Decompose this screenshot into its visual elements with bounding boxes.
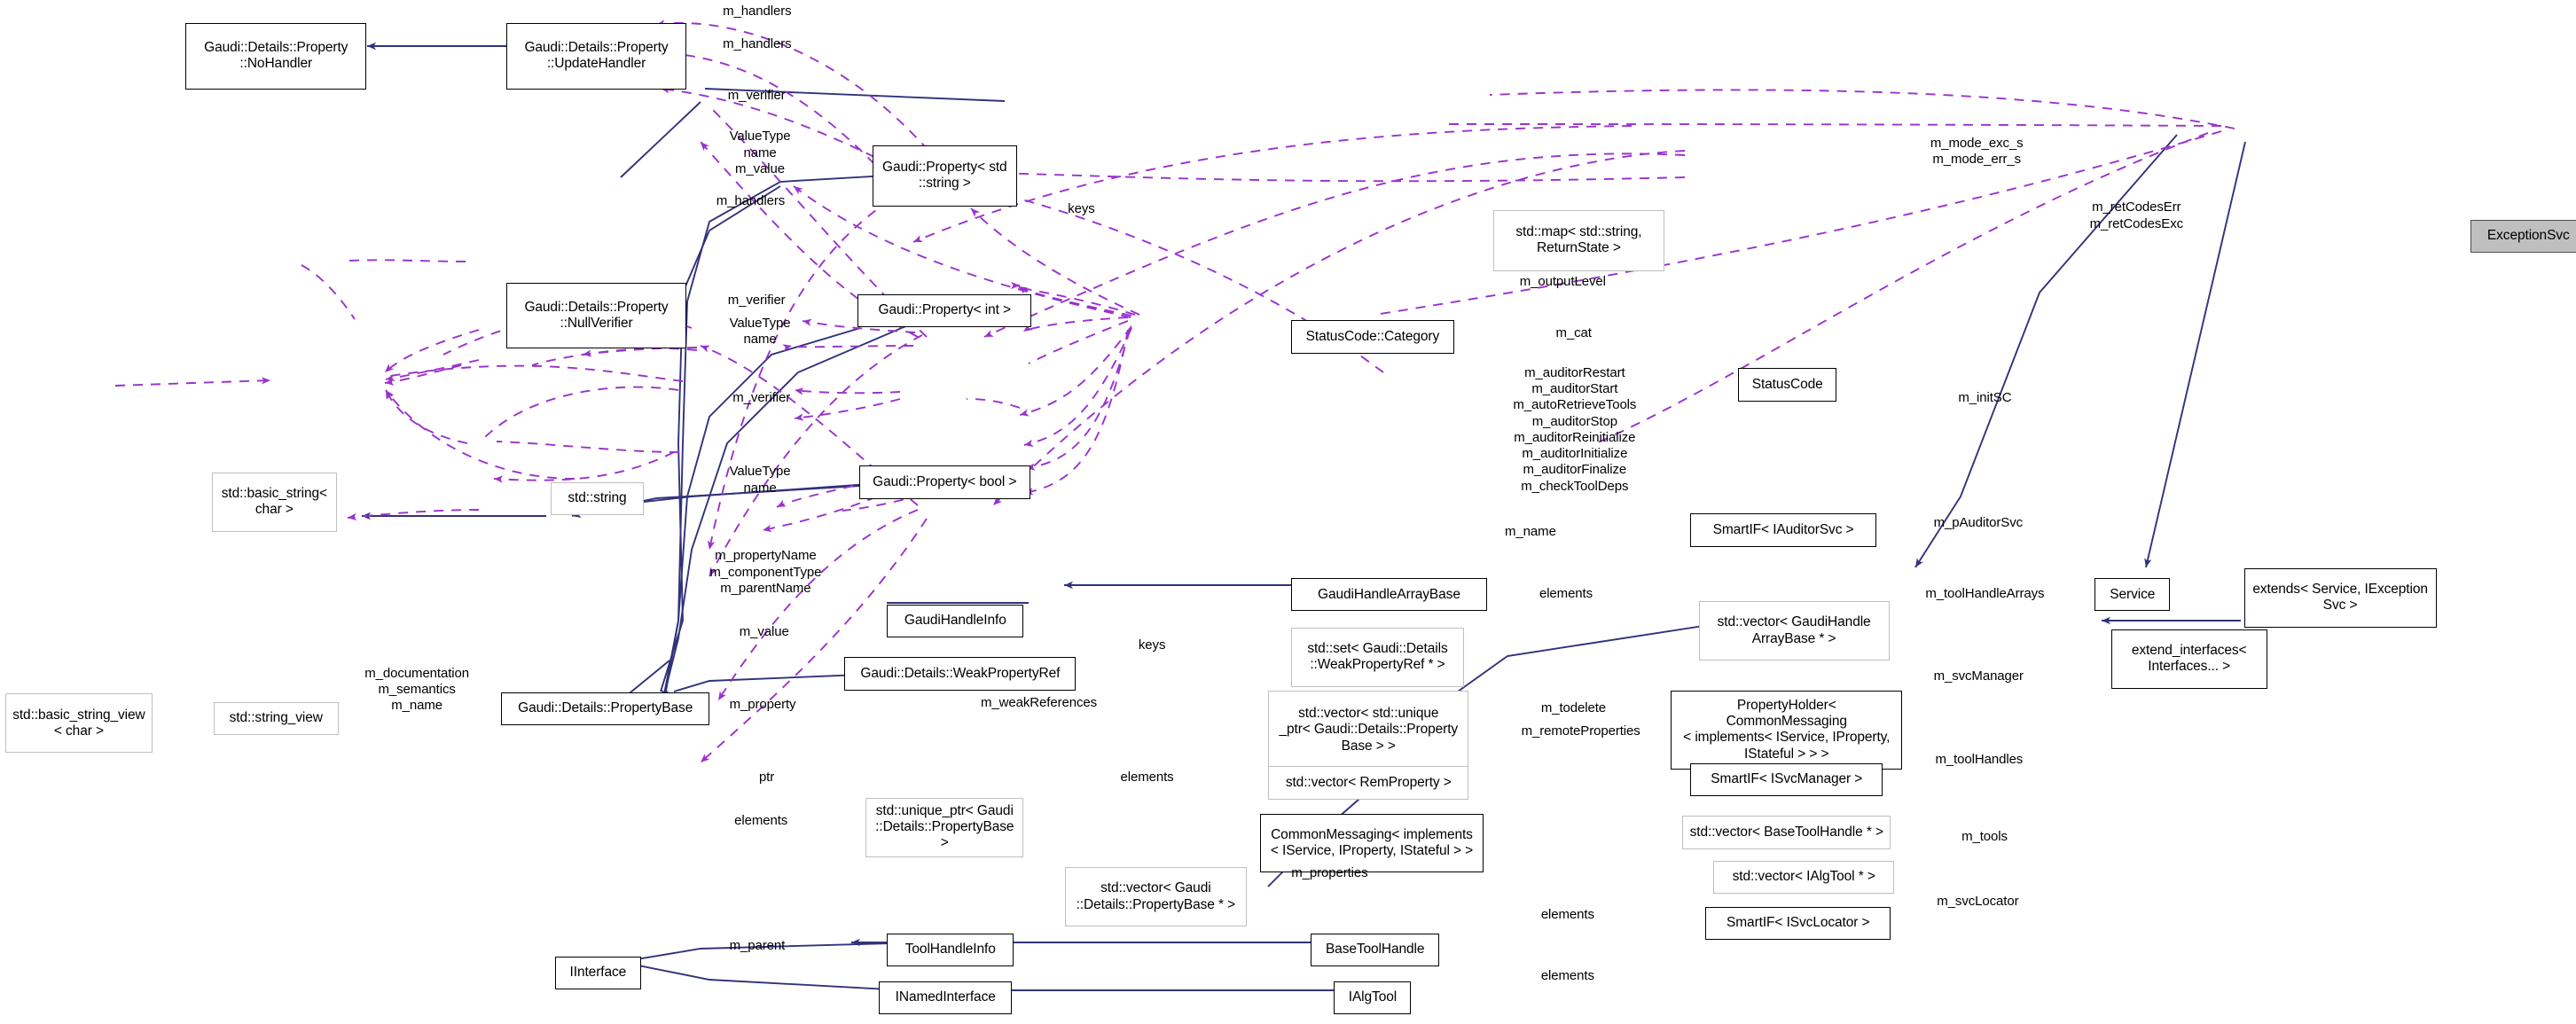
class-node-iinterface[interactable]: IInterface xyxy=(555,956,641,989)
class-node-handlearraybase[interactable]: GaudiHandleArrayBase xyxy=(1291,578,1487,612)
edge-label-svcmanager: m_svcManager xyxy=(1933,668,2024,684)
edge-label-toolhandles: m_toolHandles xyxy=(1935,751,2024,767)
edge-label-properties: m_properties xyxy=(1291,865,1368,881)
class-node-vec_propbase[interactable]: std::vector< Gaudi ::Details::PropertyBa… xyxy=(1064,867,1248,927)
edge-label-verifier_3: m_verifier xyxy=(732,389,791,405)
class-node-inamedinterface[interactable]: INamedInterface xyxy=(879,981,1013,1014)
class-node-vec_remproperty[interactable]: std::vector< RemProperty > xyxy=(1268,766,1469,800)
class-node-updatehandler[interactable]: Gaudi::Details::Property ::UpdateHandler xyxy=(505,23,687,90)
class-node-std_string[interactable]: std::string xyxy=(550,481,645,516)
class-node-smartif_svcloc[interactable]: SmartIF< ISvcLocator > xyxy=(1705,906,1891,940)
class-node-exceptionsvc[interactable]: ExceptionSvc xyxy=(2470,219,2576,254)
edge-label-verifier_1: m_verifier xyxy=(727,87,786,103)
class-node-uniq_ptr_prop[interactable]: std::unique_ptr< Gaudi ::Details::Proper… xyxy=(865,797,1024,857)
edge-label-name: m_name xyxy=(1505,523,1556,539)
class-node-basic_string_view[interactable]: std::basic_string_view < char > xyxy=(4,693,153,754)
class-node-statuscode_cat[interactable]: StatusCode::Category xyxy=(1291,320,1454,354)
class-node-weakpropref[interactable]: Gaudi::Details::WeakPropertyRef xyxy=(844,657,1077,691)
edge-label-weakref: m_weakReferences xyxy=(981,695,1098,711)
class-node-statuscode[interactable]: StatusCode xyxy=(1738,368,1837,402)
edge-label-property: m_property xyxy=(729,697,796,713)
edge-label-auditors: m_auditorRestart m_auditorStart m_autoRe… xyxy=(1513,364,1637,494)
edge-label-retcodes: m_retCodesErr m_retCodesExc xyxy=(2089,199,2184,231)
class-node-prop_int[interactable]: Gaudi::Property< int > xyxy=(857,293,1032,327)
edge-label-propname: m_propertyName m_componentType m_parentN… xyxy=(709,548,822,597)
class-node-nohandler[interactable]: Gaudi::Details::Property ::NoHandler xyxy=(185,23,367,90)
class-node-vec_basetool[interactable]: std::vector< BaseToolHandle * > xyxy=(1682,816,1891,849)
class-node-vec_ialgtool[interactable]: std::vector< IAlgTool * > xyxy=(1713,860,1895,894)
edge-label-svclocator: m_svcLocator xyxy=(1937,893,2019,909)
class-node-extends_svc[interactable]: extends< Service, IException Svc > xyxy=(2243,567,2437,628)
edge-label-vt_name_1: ValueType name xyxy=(729,315,791,348)
edge-label-elements_4: elements xyxy=(1540,906,1594,922)
edge-label-elements_2: elements xyxy=(1120,770,1174,786)
edge-label-keys_1: keys xyxy=(1068,201,1095,217)
edge-label-elements_1: elements xyxy=(1539,586,1593,602)
edge-label-verifier_2: m_verifier xyxy=(727,292,786,308)
edge-label-vt_name_val: ValueType name m_value xyxy=(729,129,791,176)
edge-label-outputlevel: m_outputLevel xyxy=(1519,274,1606,290)
class-node-prop_string[interactable]: Gaudi::Property< std ::string > xyxy=(872,145,1017,207)
edge-label-toolhandlearr: m_toolHandleArrays xyxy=(1925,586,2045,602)
class-node-service[interactable]: Service xyxy=(2094,578,2171,612)
edge-label-documentation: m_documentation m_semantics m_name xyxy=(364,665,470,714)
edge-label-initsc: m_initSC xyxy=(1958,389,2012,405)
class-node-commonmessaging[interactable]: CommonMessaging< implements < IService, … xyxy=(1260,814,1484,872)
class-node-basetoolhandle[interactable]: BaseToolHandle xyxy=(1311,933,1439,966)
class-node-basic_string[interactable]: std::basic_string< char > xyxy=(211,472,337,532)
edge-label-handlers_2: m_handlers xyxy=(723,35,792,51)
edge-label-value: m_value xyxy=(739,624,789,640)
class-node-propertybase[interactable]: Gaudi::Details::PropertyBase xyxy=(501,692,710,725)
edge-label-handlers_3: m_handlers xyxy=(716,192,786,208)
class-node-string_view[interactable]: std::string_view xyxy=(213,701,339,735)
edge-label-handlers_1: m_handlers xyxy=(723,3,792,19)
class-node-vec_uniq_prop[interactable]: std::vector< std::unique _ptr< Gaudi::De… xyxy=(1268,690,1469,770)
edge-label-pauditorsvc: m_pAuditorSvc xyxy=(1933,515,2024,531)
class-node-extend_interfaces[interactable]: extend_interfaces< Interfaces... > xyxy=(2110,629,2267,689)
edge-label-parent: m_parent xyxy=(729,938,786,954)
edge-label-elements_3: elements xyxy=(734,812,788,828)
class-node-smartif_svcmgr[interactable]: SmartIF< ISvcManager > xyxy=(1690,762,1883,796)
class-node-map_returnstate[interactable]: std::map< std::string, ReturnState > xyxy=(1493,209,1664,271)
class-node-toolhandleinfo[interactable]: ToolHandleInfo xyxy=(887,933,1014,966)
class-node-propertyholder[interactable]: PropertyHolder< CommonMessaging < implem… xyxy=(1671,690,1903,770)
class-node-prop_bool[interactable]: Gaudi::Property< bool > xyxy=(858,465,1030,499)
edge-label-vt_name_2: ValueType name xyxy=(729,464,791,496)
class-node-smartif_auditor[interactable]: SmartIF< IAuditorSvc > xyxy=(1690,513,1876,547)
class-node-set_weakpropref[interactable]: std::set< Gaudi::Details ::WeakPropertyR… xyxy=(1291,627,1464,687)
edge-label-remoteprops: m_remoteProperties xyxy=(1521,723,1640,739)
edge-label-elements_5: elements xyxy=(1540,967,1594,983)
edge-label-todelete: m_todelete xyxy=(1540,700,1607,715)
edge-label-ptr: ptr xyxy=(758,770,775,786)
edge-label-cat: m_cat xyxy=(1555,324,1592,340)
edge-label-keys_2: keys xyxy=(1138,637,1166,653)
class-node-ialgtool[interactable]: IAlgTool xyxy=(1334,981,1412,1014)
class-node-gaudihandleinfo[interactable]: GaudiHandleInfo xyxy=(887,604,1024,638)
class-node-vec_handlearray[interactable]: std::vector< GaudiHandle ArrayBase * > xyxy=(1698,601,1890,661)
edge-label-mode_exc: m_mode_exc_s m_mode_err_s xyxy=(1930,135,2024,168)
class-node-nullverifier[interactable]: Gaudi::Details::Property ::NullVerifier xyxy=(505,282,687,349)
edge-label-tools: m_tools xyxy=(1961,829,2008,845)
